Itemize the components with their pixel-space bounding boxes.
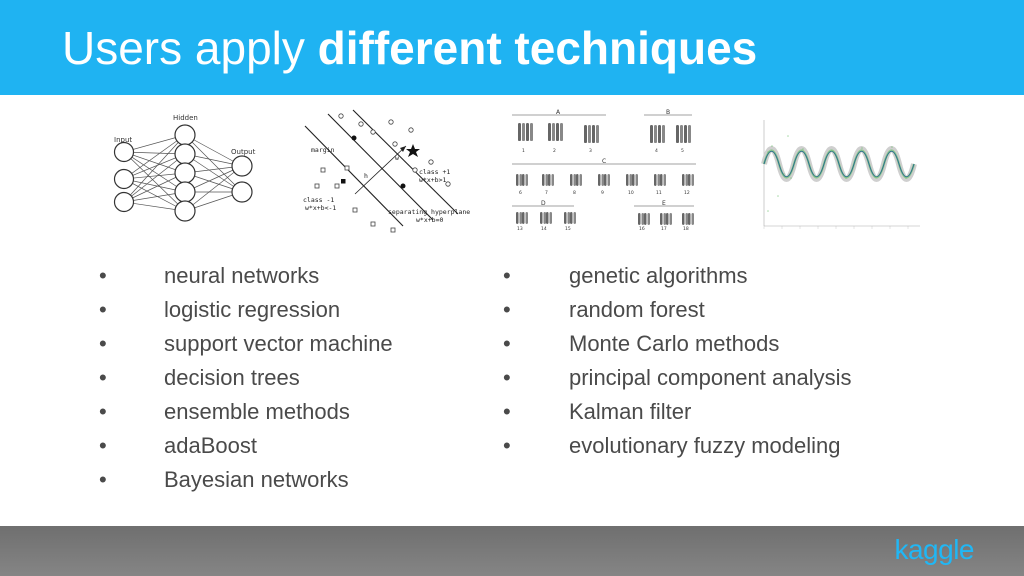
karyo-group-e: E — [662, 200, 666, 207]
list-item: • adaBoost — [99, 429, 479, 463]
footer-bar: kaggle — [0, 526, 1024, 576]
list-item-text: support vector machine — [164, 331, 393, 356]
svm-class-pos-eq: w*x+b>1 — [419, 176, 446, 184]
svm-hyperplane-eq: w*x+b=0 — [416, 216, 443, 224]
karyo-num-3: 3 — [589, 148, 592, 154]
list-item: • ensemble methods — [99, 395, 479, 429]
svm-h-label: h — [364, 172, 368, 180]
nn-input-label: Input — [114, 136, 132, 144]
karyo-num-9: 9 — [601, 190, 604, 196]
right-technique-list: • genetic algorithms • random forest • Mont… — [503, 259, 933, 463]
svm-illustration: margin class +1 w*x+b>1 class -1 w*x+b<-… — [303, 109, 470, 233]
karyo-num-6: 6 — [519, 190, 522, 196]
list-item: • logistic regression — [99, 293, 479, 327]
bullet: • — [503, 297, 511, 322]
bullet: • — [503, 263, 511, 288]
svm-class-neg-eq: w*x+b<-1 — [305, 204, 336, 212]
title-bar: Users apply different techniques — [0, 0, 1024, 95]
karyo-num-13: 13 — [517, 226, 523, 232]
list-item-text: logistic regression — [164, 297, 341, 322]
bullet: • — [99, 297, 107, 322]
nn-output-label: Output — [231, 148, 256, 156]
karyo-num-14: 14 — [541, 226, 547, 232]
bullet: • — [99, 467, 107, 492]
kalman-filter-plot-illustration — [761, 120, 920, 229]
bullet: • — [503, 365, 511, 390]
list-item-text: Monte Carlo methods — [569, 331, 780, 356]
list-item-text: genetic algorithms — [569, 263, 748, 288]
bullet: • — [503, 399, 511, 424]
list-item: • evolutionary fuzzy modeling — [503, 429, 933, 463]
karyo-num-2: 2 — [553, 148, 556, 154]
slide-title: Users apply different techniques — [62, 20, 757, 76]
bullet: • — [503, 433, 511, 458]
list-item-text: evolutionary fuzzy modeling — [569, 433, 841, 458]
karyo-num-1: 1 — [522, 148, 525, 154]
karyo-num-17: 17 — [661, 226, 667, 232]
list-item-text: decision trees — [164, 365, 300, 390]
karyo-num-8: 8 — [573, 190, 576, 196]
svm-class-neg-label: class -1 — [303, 196, 334, 204]
list-item-text: principal component analysis — [569, 365, 852, 390]
karyotype-illustration: A B C D E 1 2 3 4 5 6 7 8 9 10 11 — [512, 109, 696, 232]
list-item-text: random forest — [569, 297, 705, 322]
list-item-text: adaBoost — [164, 433, 257, 458]
karyo-num-18: 18 — [683, 226, 689, 232]
title-bold: different techniques — [317, 22, 758, 74]
list-item-text: Bayesian networks — [164, 467, 349, 492]
list-item: • neural networks — [99, 259, 479, 293]
list-item: • Kalman filter — [503, 395, 933, 429]
list-item: • support vector machine — [99, 327, 479, 361]
list-item-text: ensemble methods — [164, 399, 350, 424]
karyo-num-15: 15 — [565, 226, 571, 232]
karyo-num-16: 16 — [639, 226, 645, 232]
neural-network-illustration: Input Hidden Output — [113, 114, 256, 222]
bullet: • — [99, 331, 107, 356]
karyo-num-7: 7 — [545, 190, 548, 196]
bullet: • — [99, 365, 107, 390]
svm-margin-label: margin — [311, 146, 335, 154]
list-item: • Bayesian networks — [99, 463, 479, 497]
karyo-num-4: 4 — [655, 148, 658, 154]
bullet: • — [99, 399, 107, 424]
svm-hyperplane-label: separating hyperplane — [388, 208, 470, 216]
list-item-text: Kalman filter — [569, 399, 692, 424]
svm-w-label: w — [395, 154, 399, 162]
nn-hidden-label: Hidden — [173, 114, 198, 122]
list-item-text: neural networks — [164, 263, 320, 288]
karyo-num-12: 12 — [684, 190, 690, 196]
list-item: • principal component analysis — [503, 361, 933, 395]
list-item: • decision trees — [99, 361, 479, 395]
bullet: • — [99, 263, 107, 288]
list-item: • Monte Carlo methods — [503, 327, 933, 361]
karyo-group-c: C — [602, 158, 606, 165]
svm-class-pos-label: class +1 — [419, 168, 450, 176]
left-technique-list: • neural networks • logistic regression • s… — [99, 259, 479, 497]
title-regular: Users apply — [62, 22, 305, 74]
bullet: • — [99, 433, 107, 458]
bullet: • — [503, 331, 511, 356]
karyo-group-b: B — [666, 109, 670, 116]
karyo-num-5: 5 — [681, 148, 684, 154]
karyo-num-11: 11 — [656, 190, 662, 196]
karyo-num-10: 10 — [628, 190, 634, 196]
list-item: • genetic algorithms — [503, 259, 933, 293]
list-item: • random forest — [503, 293, 933, 327]
karyo-group-d: D — [541, 200, 546, 207]
karyo-group-a: A — [556, 109, 561, 116]
kaggle-logo: kaggle — [894, 534, 974, 565]
